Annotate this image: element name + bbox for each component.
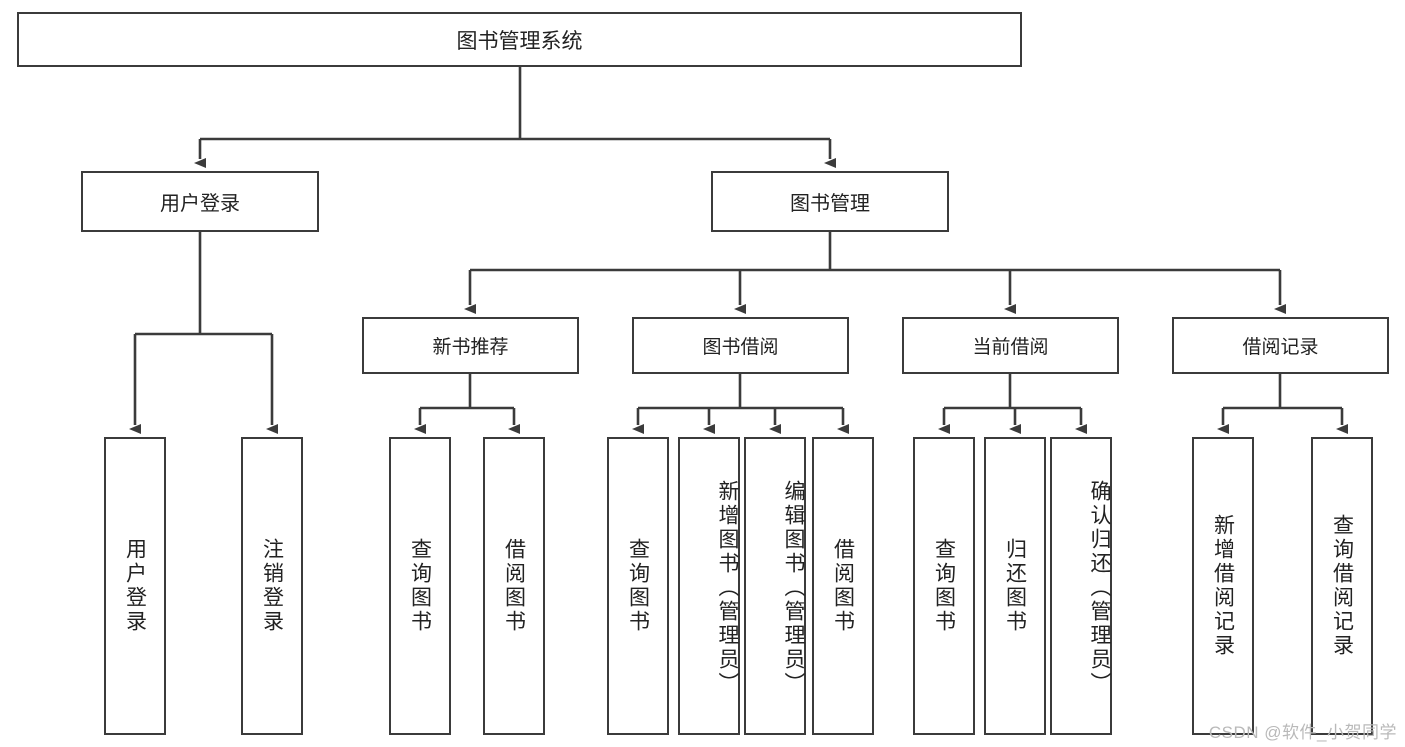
leaf-add-book-admin-label: 新增图书（管理员）: [716, 480, 739, 696]
leaf-confirm-return-admin[interactable]: 确认归还（管理员）: [1050, 437, 1112, 735]
leaf-query-books-current-label: 查询图书: [932, 538, 956, 634]
leaf-borrow-books-recommendation-label: 借阅图书: [502, 538, 526, 634]
leaf-logout-label: 注销登录: [260, 538, 284, 634]
leaf-user-login[interactable]: 用户登录: [104, 437, 166, 735]
leaf-edit-book-admin[interactable]: 编辑图书（管理员）: [744, 437, 806, 735]
leaf-query-books-borrow[interactable]: 查询图书: [607, 437, 669, 735]
leaf-query-books-current[interactable]: 查询图书: [913, 437, 975, 735]
leaf-borrow-books-recommendation[interactable]: 借阅图书: [483, 437, 545, 735]
node-new-book-recommendation-label: 新书推荐: [432, 337, 509, 358]
node-borrow-records-label: 借阅记录: [1242, 337, 1319, 358]
leaf-query-books-recommendation-label: 查询图书: [408, 538, 432, 634]
node-current-borrow-label: 当前借阅: [972, 337, 1049, 358]
node-new-book-recommendation[interactable]: 新书推荐: [362, 317, 579, 374]
leaf-logout[interactable]: 注销登录: [241, 437, 303, 735]
node-book-management-label: 图书管理: [790, 193, 870, 215]
node-root[interactable]: 图书管理系统: [17, 12, 1022, 67]
leaf-query-borrow-record[interactable]: 查询借阅记录: [1311, 437, 1373, 735]
node-current-borrow[interactable]: 当前借阅: [902, 317, 1119, 374]
leaf-borrow-books-borrow-label: 借阅图书: [831, 538, 855, 634]
node-user-login-label: 用户登录: [160, 193, 240, 215]
node-root-label: 图书管理系统: [456, 29, 583, 53]
leaf-query-books-recommendation[interactable]: 查询图书: [389, 437, 451, 735]
leaf-add-borrow-record[interactable]: 新增借阅记录: [1192, 437, 1254, 735]
node-borrow-records[interactable]: 借阅记录: [1172, 317, 1389, 374]
leaf-user-login-label: 用户登录: [123, 538, 147, 634]
node-user-login[interactable]: 用户登录: [81, 171, 319, 232]
leaf-add-borrow-record-label: 新增借阅记录: [1211, 514, 1235, 658]
leaf-query-books-borrow-label: 查询图书: [626, 538, 650, 634]
node-book-management[interactable]: 图书管理: [711, 171, 949, 232]
leaf-return-books-label: 归还图书: [1003, 538, 1027, 634]
leaf-query-borrow-record-label: 查询借阅记录: [1330, 514, 1354, 658]
leaf-edit-book-admin-label: 编辑图书（管理员）: [782, 480, 805, 696]
leaf-return-books[interactable]: 归还图书: [984, 437, 1046, 735]
node-book-borrow[interactable]: 图书借阅: [632, 317, 849, 374]
leaf-borrow-books-borrow[interactable]: 借阅图书: [812, 437, 874, 735]
node-book-borrow-label: 图书借阅: [702, 337, 779, 358]
leaf-confirm-return-admin-label: 确认归还（管理员）: [1088, 480, 1111, 696]
leaf-add-book-admin[interactable]: 新增图书（管理员）: [678, 437, 740, 735]
watermark: CSDN @软件_小贺同学: [1208, 723, 1397, 742]
